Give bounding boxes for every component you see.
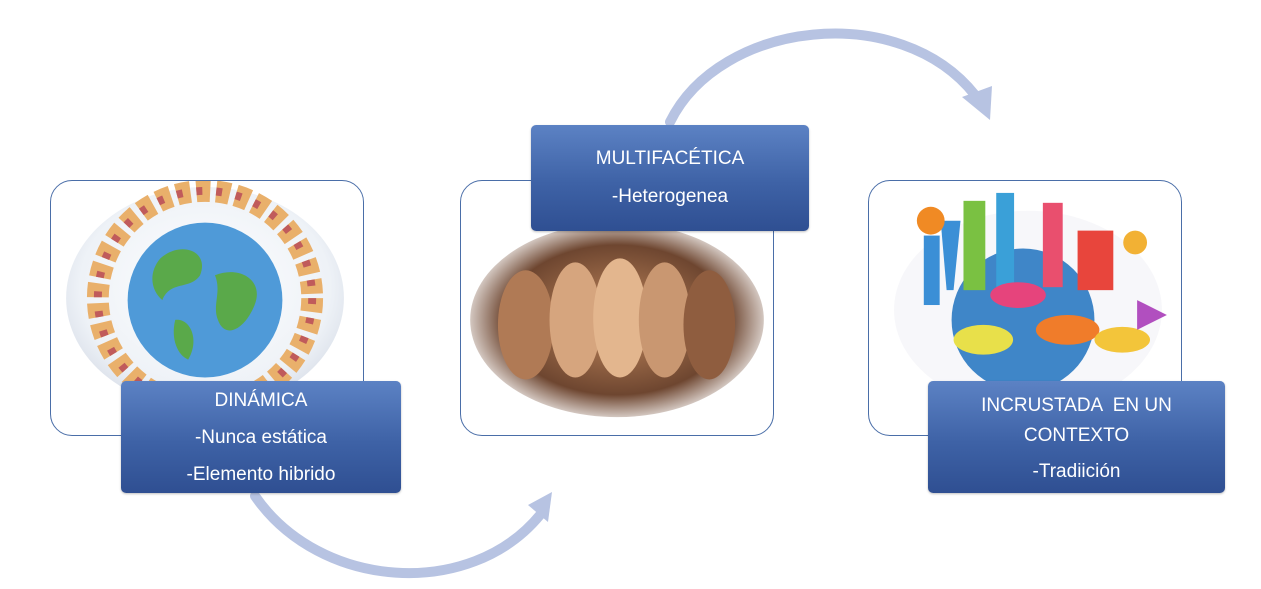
step-2-title: MULTIFACÉTICA: [595, 148, 745, 169]
step-3-line-1: -Tradiición: [1032, 461, 1121, 482]
world-landmarks-and-speech-bubbles-illustration: [894, 192, 1167, 410]
step-3-frame: [868, 180, 1182, 436]
step-2-line-1: -Heterogenea: [611, 186, 729, 207]
curved-arrow-icon: [250, 491, 552, 579]
step-3-title-line-2: CONTEXTO: [1023, 425, 1130, 446]
curved-arrow-icon: [665, 28, 992, 127]
step-1-line-1: -Nunca estática: [194, 426, 327, 448]
step-1-line-2: -Elemento hibrido: [186, 463, 336, 485]
diverse-faces-illustration: [470, 222, 764, 418]
step-1-title: DINÁMICA: [214, 389, 308, 411]
step-3-label-box: INCRUSTADA EN UN CONTEXTO -Tradiición: [928, 381, 1225, 493]
step-1-label-box: DINÁMICA -Nunca estática -Elemento hibri…: [121, 381, 401, 493]
step-2-label-box: MULTIFACÉTICA -Heterogenea: [531, 125, 809, 231]
step-3-title-line-1: INCRUSTADA EN UN: [981, 395, 1172, 416]
